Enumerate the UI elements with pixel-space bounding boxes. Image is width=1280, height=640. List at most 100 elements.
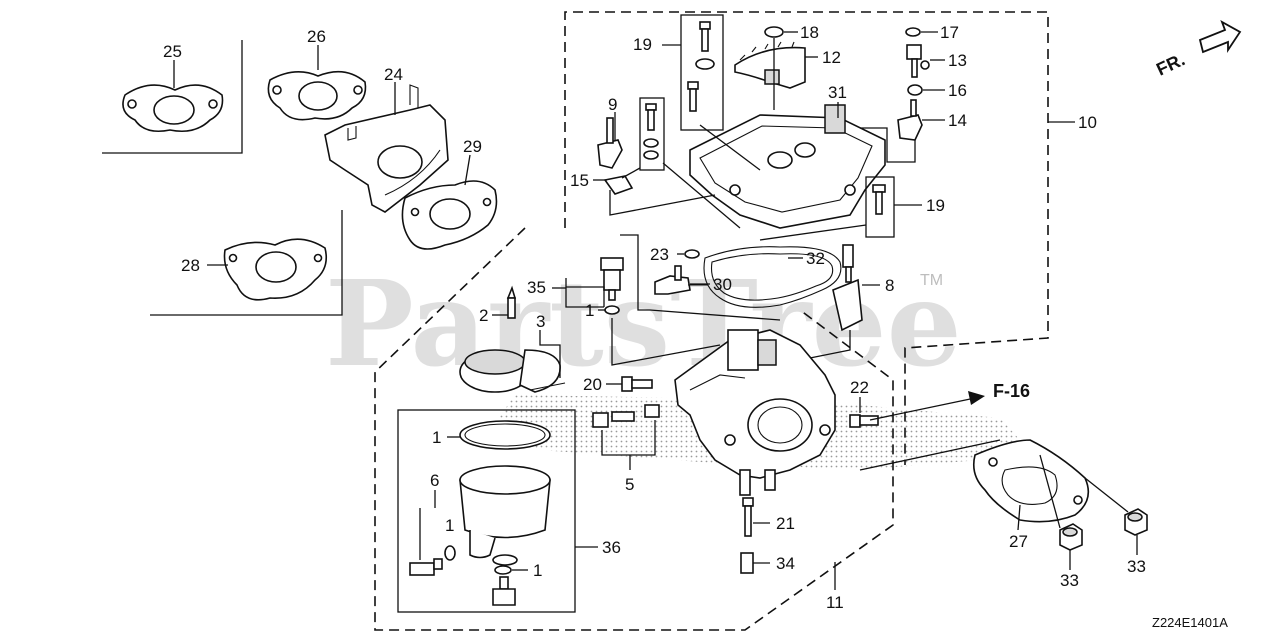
washer-1a xyxy=(604,305,620,315)
bolt-bottom xyxy=(492,576,516,606)
leader-19b-to-body xyxy=(759,224,867,241)
drawing-code: Z224E1401A xyxy=(1152,615,1228,630)
gasket-27 xyxy=(972,439,1090,523)
leader-nut-a xyxy=(1039,454,1061,529)
gasket-32 xyxy=(703,246,842,308)
callout-19b: 19 xyxy=(926,196,945,215)
callout-33a: 33 xyxy=(1060,571,1079,590)
gasket-28 xyxy=(223,238,328,301)
callout-19a: 19 xyxy=(633,35,652,54)
part-16 xyxy=(907,84,923,96)
part-35 xyxy=(600,257,624,301)
box-25 xyxy=(102,40,243,154)
carburetor-top-cover xyxy=(689,104,886,229)
lever-9 xyxy=(597,117,623,169)
nut-33a xyxy=(1059,523,1083,551)
f16-arrow xyxy=(869,391,985,421)
leader-27-to-body xyxy=(859,439,1001,471)
callouts: 25 26 24 29 28 19 18 12 17 13 16 14 10 9… xyxy=(163,23,1146,612)
gasket-29 xyxy=(401,180,498,250)
leader-14-to-cover xyxy=(860,127,916,163)
lever-30 xyxy=(654,265,708,295)
box-screw-mid xyxy=(639,97,665,171)
leader-nut-b xyxy=(1084,477,1129,513)
box-36 xyxy=(397,409,576,613)
callout-31: 31 xyxy=(828,83,847,102)
drain-screw-6 xyxy=(409,558,443,576)
front-label: FR. xyxy=(1153,49,1188,79)
washer-18 xyxy=(764,26,784,38)
callout-6: 6 xyxy=(430,471,439,490)
insulator-24 xyxy=(324,84,449,213)
leader-screw-mid xyxy=(621,167,641,179)
callout-22: 22 xyxy=(850,378,869,397)
screw-19a xyxy=(687,21,715,112)
callout-9: 9 xyxy=(608,95,617,114)
float-bowl xyxy=(459,465,551,566)
callout-8: 8 xyxy=(885,276,894,295)
leader-35-to-body xyxy=(620,234,781,321)
part-13 xyxy=(906,44,930,78)
callout-1b: 1 xyxy=(432,428,441,447)
callout-13: 13 xyxy=(948,51,967,70)
callout-21: 21 xyxy=(776,514,795,533)
assembly-outline-11 xyxy=(374,227,894,631)
gasket-25 xyxy=(122,84,224,133)
ref-label-f16: F-16 xyxy=(993,381,1030,401)
box-19b xyxy=(865,176,895,238)
watermark-text: PartsTree xyxy=(325,254,962,393)
callout-2: 2 xyxy=(479,306,488,325)
leader-3 xyxy=(539,330,561,378)
callout-23: 23 xyxy=(650,245,669,264)
front-arrow-icon xyxy=(1198,20,1242,54)
callout-1d: 1 xyxy=(533,561,542,580)
part-17 xyxy=(905,27,921,37)
gasket-26 xyxy=(267,70,367,121)
box-19a xyxy=(680,14,724,131)
callout-27: 27 xyxy=(1009,532,1028,551)
leader-screw-mid-down xyxy=(662,162,741,229)
needle-2 xyxy=(506,285,517,319)
bracket-35 xyxy=(566,286,605,307)
watermark: PartsTree TM xyxy=(325,254,962,393)
clip-15 xyxy=(603,175,634,195)
callout-16: 16 xyxy=(948,81,967,100)
callout-18: 18 xyxy=(800,23,819,42)
washer-1d xyxy=(494,565,512,575)
callout-3: 3 xyxy=(536,312,545,331)
gear-sector-12 xyxy=(734,41,806,89)
part-14 xyxy=(897,99,923,141)
part-8 xyxy=(832,244,863,332)
callout-15: 15 xyxy=(570,171,589,190)
box-28 xyxy=(150,210,343,316)
nut-33b xyxy=(1124,508,1148,536)
leader-29 xyxy=(464,154,471,186)
washer-1c xyxy=(444,545,456,561)
watermark-tm: TM xyxy=(920,272,943,289)
leader-19a-to-cover xyxy=(699,124,761,171)
callout-24: 24 xyxy=(384,65,403,84)
callout-1c: 1 xyxy=(445,516,454,535)
screw-19b xyxy=(872,184,886,215)
callout-11: 11 xyxy=(826,593,844,612)
callout-10: 10 xyxy=(1078,113,1097,132)
callout-32: 32 xyxy=(806,249,825,268)
callout-1a: 1 xyxy=(585,301,594,320)
washer-23 xyxy=(684,249,700,259)
callout-5: 5 xyxy=(625,475,634,494)
screw-22 xyxy=(849,414,879,428)
leader-15-to-cover xyxy=(609,190,716,216)
callout-14: 14 xyxy=(948,111,967,130)
leader-27 xyxy=(1017,504,1021,531)
callout-25: 25 xyxy=(163,42,182,61)
leader-8-to-body xyxy=(799,330,851,361)
callout-20: 20 xyxy=(583,375,602,394)
callout-29: 29 xyxy=(463,137,482,156)
callout-36: 36 xyxy=(602,538,621,557)
carburetor-body xyxy=(674,329,836,496)
callout-34: 34 xyxy=(776,554,795,573)
float-3 xyxy=(459,349,566,393)
callout-17: 17 xyxy=(940,23,959,42)
screw-mid xyxy=(643,103,659,160)
